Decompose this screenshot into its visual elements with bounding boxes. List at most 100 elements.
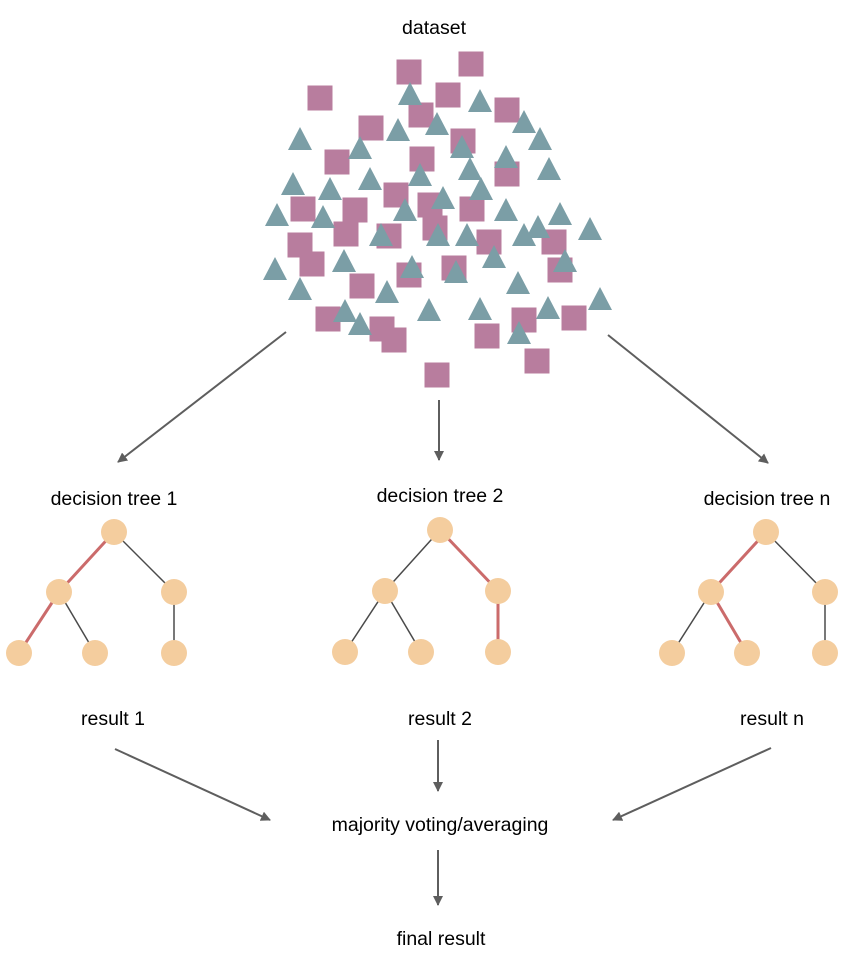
aggregation-label: majority voting/averaging [332,814,549,836]
data-point-triangle [548,202,572,225]
data-point-triangle [444,260,468,283]
data-point-triangle [507,321,531,344]
data-point-square [342,197,368,223]
data-point-triangle [512,110,536,133]
data-point-square [333,221,359,247]
data-point-triangle [494,198,518,221]
tree-node [812,640,838,666]
data-point-triangle [431,186,455,209]
data-point-triangle [358,167,382,190]
tree-node [485,578,511,604]
data-point-triangle [526,215,550,238]
tree-node [161,579,187,605]
arrow-result-n [612,747,772,821]
data-point-triangle [386,118,410,141]
tree-node [427,517,453,543]
data-point-triangle [348,312,372,335]
data-point-triangle [288,127,312,150]
data-point-square [381,327,407,353]
data-point-triangle [332,249,356,272]
arrow-to-tree-1 [117,331,287,463]
data-point-triangle [398,82,422,105]
tree-edge-highlighted [438,528,500,593]
tree-node [659,640,685,666]
data-point-triangle [537,157,561,180]
data-point-triangle [408,163,432,186]
dataset-label: dataset [402,17,467,39]
tree-node [698,579,724,605]
data-point-triangle [263,257,287,280]
decision-tree-1 [6,519,187,666]
tree-edge [765,531,826,593]
tree-node [6,640,32,666]
tree-2-label: decision tree 2 [377,485,504,507]
data-point-square [494,97,520,123]
tree-node [161,640,187,666]
data-point-square [524,348,550,374]
data-point-square [408,102,434,128]
data-point-triangle [425,112,449,135]
tree-node [734,640,760,666]
tree-n-label: decision tree n [704,488,831,510]
decision-trees [6,517,838,666]
data-point-square [458,51,484,77]
data-point-square [474,323,500,349]
data-point-triangle [458,157,482,180]
data-point-triangle [588,287,612,310]
data-point-triangle [417,298,441,321]
data-point-triangle [426,223,450,246]
tree-edge-highlighted [709,530,768,594]
tree-node [753,519,779,545]
data-point-triangle [348,136,372,159]
tree-node [485,639,511,665]
data-point-triangle [468,297,492,320]
data-point-triangle [281,172,305,195]
tree-node [46,579,72,605]
data-point-triangle [578,217,602,240]
data-point-triangle [333,299,357,322]
data-point-triangle [311,205,335,228]
data-point-triangle [512,223,536,246]
data-point-triangle [369,223,393,246]
data-point-square [396,59,422,85]
data-point-square [349,273,375,299]
data-point-triangle [553,249,577,272]
data-point-triangle [455,223,479,246]
data-point-square [435,82,461,108]
data-point-triangle [468,89,492,112]
result-2-label: result 2 [408,708,472,730]
dataset-scatter [263,51,612,388]
tree-node [372,578,398,604]
data-point-triangle [506,271,530,294]
result-1-label: result 1 [81,708,145,730]
data-point-square [324,149,350,175]
dataset-to-trees-arrows [117,331,769,464]
data-point-triangle [450,135,474,158]
data-point-square [459,196,485,222]
data-point-triangle [494,145,518,168]
data-point-square [476,229,502,255]
data-point-square [307,85,333,111]
data-point-triangle [400,255,424,278]
data-point-triangle [318,177,342,200]
tree-1-label: decision tree 1 [51,488,178,510]
tree-node [812,579,838,605]
tree-node [101,519,127,545]
results-to-aggregation-arrows [114,740,772,821]
decision-tree-n [659,519,838,666]
decision-tree-2 [332,517,511,665]
data-point-triangle [265,203,289,226]
data-point-triangle [528,127,552,150]
data-point-square [424,362,450,388]
data-point-square [287,232,313,258]
tree-node [82,640,108,666]
final-result-label: final result [397,928,486,950]
tree-edge [113,531,175,593]
tree-edge-highlighted [57,530,116,594]
data-point-square [561,305,587,331]
data-point-triangle [482,245,506,268]
data-point-square [290,196,316,222]
arrow-result-1 [114,748,271,821]
data-point-triangle [536,296,560,319]
